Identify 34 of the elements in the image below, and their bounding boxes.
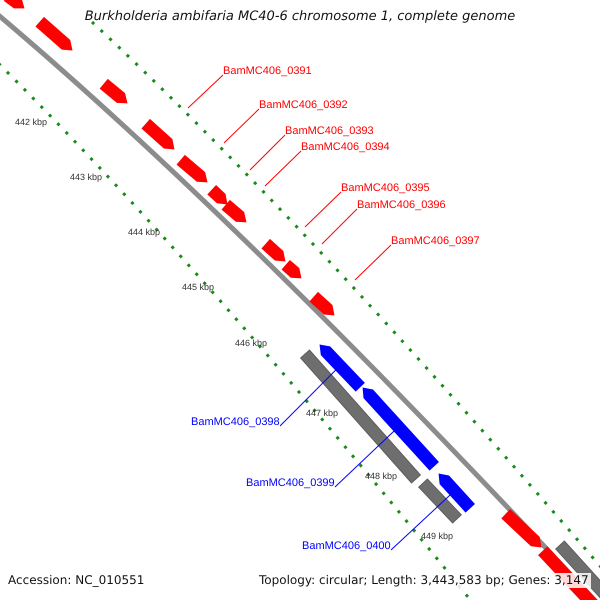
- leader-line: [188, 74, 224, 108]
- gene-feature: [362, 388, 439, 471]
- scale-label: 445 kbp: [182, 282, 214, 293]
- gene-label: BamMC406_0392: [259, 99, 348, 112]
- leader-line: [224, 108, 260, 144]
- gene-label: BamMC406_0399: [246, 477, 335, 490]
- diagram-title: Burkholderia ambifaria MC40-6 chromosome 1, complete genome: [84, 9, 516, 24]
- info-text: Topology: circular; Length: 3,443,583 bp; Genes: 3,147: [257, 573, 591, 588]
- scale-label: 443 kbp: [70, 172, 102, 183]
- scale-label: 444 kbp: [128, 227, 160, 238]
- gene-label: BamMC406_0391: [223, 65, 312, 78]
- gene-label: BamMC406_0398: [191, 416, 280, 429]
- leader-line: [390, 494, 451, 550]
- gene-label: BamMC406_0393: [285, 125, 374, 138]
- scale-label: 442 kbp: [15, 117, 48, 128]
- leader-line: [334, 430, 395, 488]
- scale-label: 449 kbp: [421, 531, 454, 542]
- leader-line: [354, 244, 392, 280]
- gene-label: BamMC406_0394: [301, 141, 390, 154]
- gene-label: BamMC406_0396: [357, 199, 446, 212]
- info-text: Accession: NC_010551: [7, 573, 146, 588]
- leader-line: [264, 150, 302, 186]
- gene-label: BamMC406_0395: [341, 182, 430, 195]
- gene-label: BamMC406_0400: [302, 540, 391, 553]
- scale-label: 446 kbp: [235, 338, 268, 349]
- gene-feature: [438, 474, 475, 513]
- leader-line: [280, 370, 336, 426]
- leader-line: [250, 134, 286, 170]
- scale-label: 448 kbp: [365, 471, 398, 482]
- leader-line: [304, 192, 342, 228]
- gene-feature: [320, 344, 365, 392]
- leader-line: [322, 208, 358, 244]
- gene-label: BamMC406_0397: [391, 235, 480, 248]
- scale-label: 447 kbp: [306, 408, 338, 419]
